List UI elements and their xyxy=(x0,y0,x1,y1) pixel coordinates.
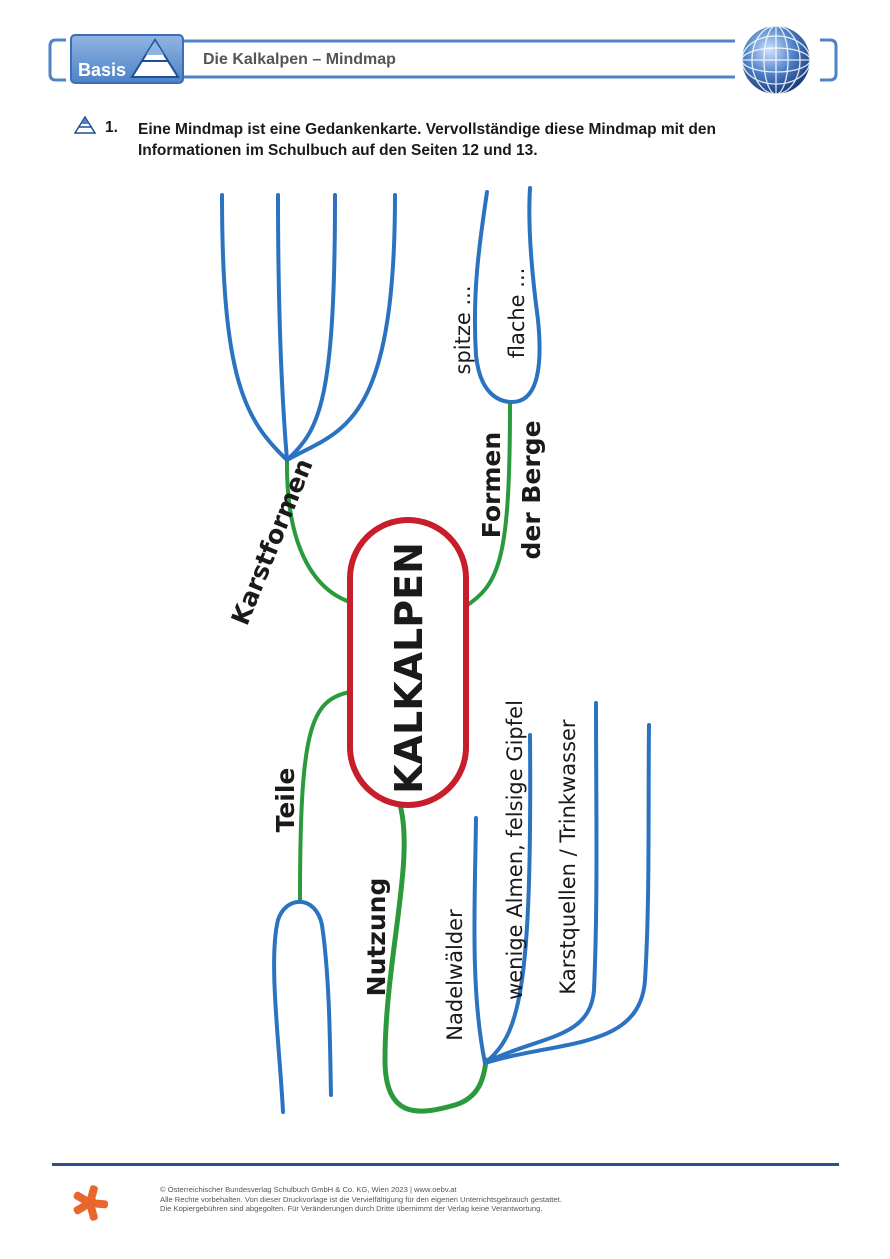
leaf-karstquellen: Karstquellen / Trinkwasser xyxy=(556,719,580,994)
center-label: KALKALPEN xyxy=(387,542,431,794)
header-frame xyxy=(48,38,838,82)
label-formen-2: der Berge xyxy=(517,420,546,559)
page-title: Die Kalkalpen – Mindmap xyxy=(203,51,396,68)
branch-formen-line xyxy=(461,400,512,610)
leaf-almen: wenige Almen, felsige Gipfel xyxy=(503,700,527,1000)
label-formen-1: Formen xyxy=(477,432,506,538)
nutzung-leaves xyxy=(472,701,651,1065)
leaf-flache: flache ... xyxy=(505,268,529,359)
karstformen-leaves xyxy=(220,193,397,462)
task-pyramid-icon xyxy=(74,116,96,134)
globe-icon xyxy=(741,25,811,95)
teile-leaves xyxy=(272,899,333,1114)
pyramid-icon xyxy=(130,38,180,78)
formen-leaves xyxy=(472,186,542,405)
label-nutzung: Nutzung xyxy=(362,878,391,997)
branch-nutzung-line xyxy=(382,802,489,1114)
label-teile: Teile xyxy=(271,768,300,833)
center-node xyxy=(347,517,469,808)
footer-line-2: Alle Rechte vorbehalten. Von dieser Druc… xyxy=(160,1194,562,1204)
footer-copyright: © Österreichischer Bundesverlag Schulbuc… xyxy=(160,1185,780,1214)
badge-label: Basis xyxy=(78,60,127,80)
publisher-logo-icon xyxy=(73,1185,109,1221)
task-line-2: Informationen im Schulbuch auf den Seite… xyxy=(138,142,538,159)
footer-line-1: © Österreichischer Bundesverlag Schulbuc… xyxy=(160,1185,457,1194)
leaf-nadelwaelder: Nadelwälder xyxy=(443,909,467,1041)
task-number: 1. xyxy=(105,119,118,136)
task-text: Eine Mindmap ist eine Gedankenkarte. Ver… xyxy=(138,119,838,161)
label-karstformen: Karstformen xyxy=(226,455,319,630)
leaf-spitze: spitze ... xyxy=(451,286,475,375)
branch-teile-line xyxy=(298,690,352,902)
branch-karstformen-line xyxy=(284,458,355,605)
footer-divider xyxy=(52,1163,839,1166)
task-line-1: Eine Mindmap ist eine Gedankenkarte. Ver… xyxy=(138,121,716,138)
footer-line-3: Die Kopiergebühren sind abgegolten. Für … xyxy=(160,1204,543,1214)
